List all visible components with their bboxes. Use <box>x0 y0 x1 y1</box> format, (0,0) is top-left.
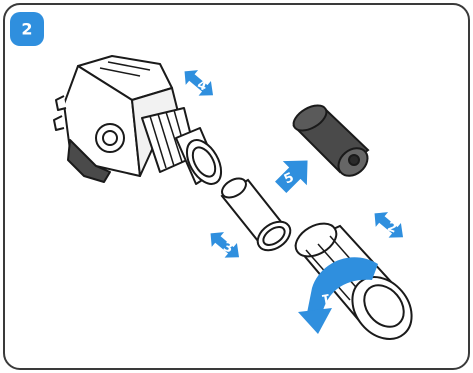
step-badge: 2 <box>10 12 44 46</box>
step-number: 2 <box>21 20 32 39</box>
